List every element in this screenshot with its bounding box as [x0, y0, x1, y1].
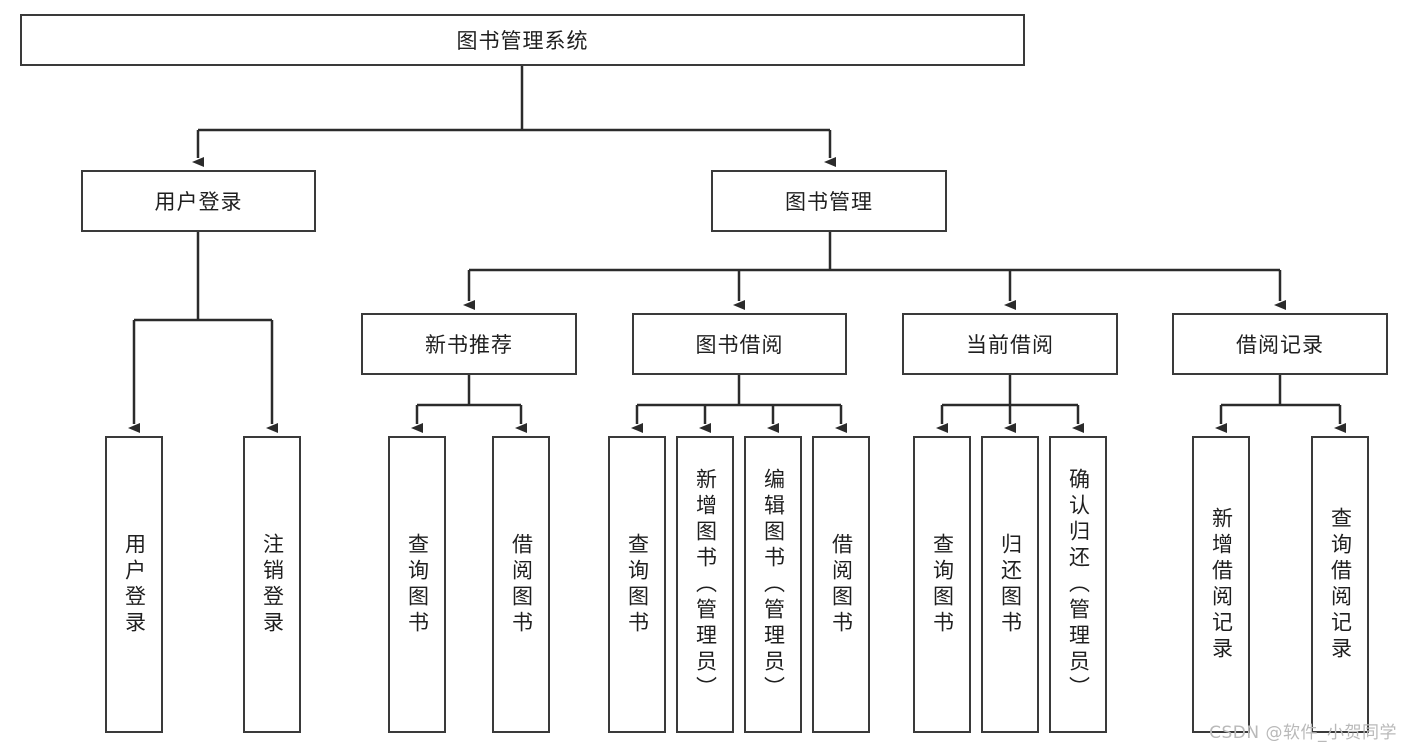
leaf-borrow-record-1[interactable]: 新增借阅记录 [1192, 436, 1250, 733]
leaf-book-borrow-2[interactable]: 新增图书（管理员） [676, 436, 734, 733]
leaf-user-login-1[interactable]: 用户登录 [105, 436, 163, 733]
leaf-user-login-2[interactable]: 注销登录 [243, 436, 301, 733]
node-new-book-recommend[interactable]: 新书推荐 [361, 313, 577, 375]
leaf-new-book-1[interactable]: 查询图书 [388, 436, 446, 733]
leaf-borrow-record-2[interactable]: 查询借阅记录 [1311, 436, 1369, 733]
node-borrow-record[interactable]: 借阅记录 [1172, 313, 1388, 375]
leaf-book-borrow-3[interactable]: 编辑图书（管理员） [744, 436, 802, 733]
leaf-new-book-2[interactable]: 借阅图书 [492, 436, 550, 733]
leaf-book-borrow-4[interactable]: 借阅图书 [812, 436, 870, 733]
node-user-login[interactable]: 用户登录 [81, 170, 316, 232]
leaf-book-borrow-1[interactable]: 查询图书 [608, 436, 666, 733]
node-book-manage[interactable]: 图书管理 [711, 170, 947, 232]
node-root[interactable]: 图书管理系统 [20, 14, 1025, 66]
node-current-borrow[interactable]: 当前借阅 [902, 313, 1118, 375]
leaf-current-borrow-2[interactable]: 归还图书 [981, 436, 1039, 733]
leaf-current-borrow-1[interactable]: 查询图书 [913, 436, 971, 733]
watermark: CSDN @软件_小贺同学 [1209, 723, 1397, 743]
node-book-borrow[interactable]: 图书借阅 [632, 313, 847, 375]
leaf-current-borrow-3[interactable]: 确认归还（管理员） [1049, 436, 1107, 733]
